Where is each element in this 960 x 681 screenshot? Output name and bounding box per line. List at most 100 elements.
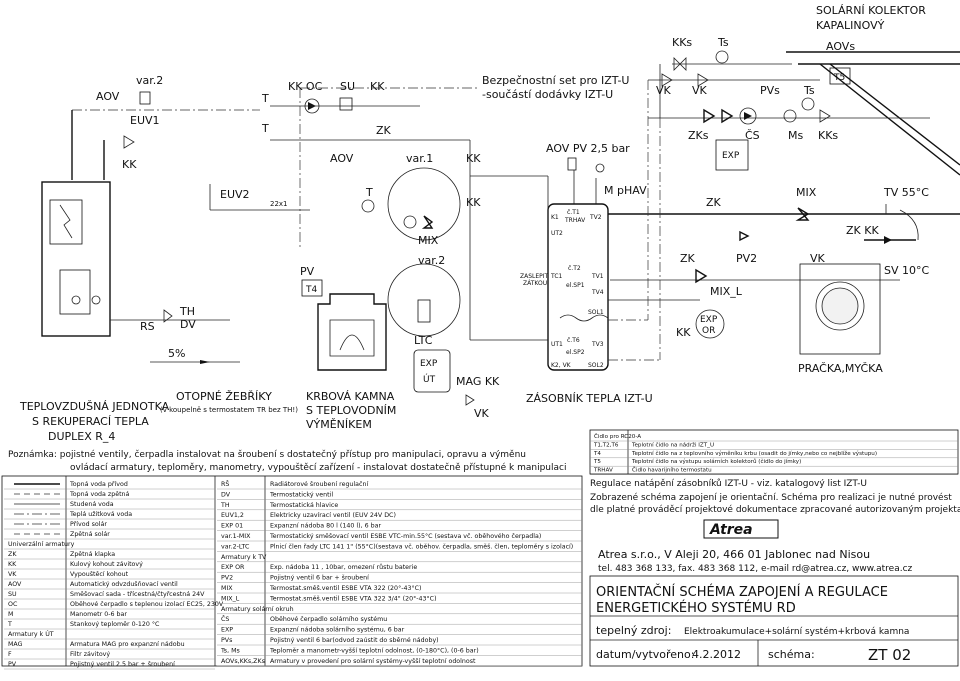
- exp-solar-label: EXP: [722, 151, 740, 161]
- kks-top-label: KKs: [672, 36, 692, 49]
- ltc-unit-icon: [417, 299, 431, 323]
- caption-otopne: OTOPNÉ ŽEBŘÍKY: [176, 390, 272, 403]
- legend-left-row-text: Studená voda: [70, 500, 114, 508]
- tank-k1: K1: [551, 214, 559, 221]
- stove-body: [317, 293, 387, 371]
- tank-t2: č.T2: [568, 265, 581, 272]
- mix-l-label: MIX_L: [710, 285, 743, 298]
- aov-icon: [567, 157, 577, 171]
- legend-left-row-code: SU: [8, 591, 17, 598]
- date-label: datum/vytvořeno:: [596, 648, 694, 661]
- valve-icon: [739, 230, 750, 242]
- atrea-logo-text: Atrea: [709, 522, 753, 538]
- t-a-label: T: [261, 92, 269, 105]
- solar-collector: SOLÁRNÍ KOLEKTOR KAPALINOVÝ AOVs T5: [786, 4, 960, 176]
- legend-left-row-code: Univerzální armatury: [8, 540, 75, 548]
- sensor-row-text: Teplotní čidlo na z teplovního výměníku …: [631, 450, 877, 457]
- tap-arc: [899, 209, 919, 241]
- fan-icon: [91, 295, 101, 305]
- caption-krbova-1: KRBOVÁ KAMNA: [306, 390, 395, 403]
- aov-icon: [139, 91, 151, 105]
- var2-left-label: var.2: [136, 74, 163, 87]
- legend-left-row-code: ZK: [8, 551, 17, 558]
- zk-c-label: ZK: [376, 124, 392, 137]
- safety-set-line1: Bezpečnostní set pro IZT-U: [482, 74, 629, 87]
- caption-zasobnik: ZÁSOBNÍK TEPLA IZT-U: [526, 392, 653, 405]
- vk-right-label: VK: [810, 252, 826, 265]
- duplex-unit-body: [41, 181, 111, 337]
- date-value: 4.2.2012: [692, 648, 741, 661]
- legend-left-row-code: VK: [8, 571, 17, 578]
- tank-k2vk: K2, VK: [551, 362, 572, 369]
- legend-right-row-text: Elektricky uzavírací ventil (EUV 24V DC): [270, 511, 396, 519]
- thermometer-icon: [361, 199, 375, 213]
- legend-left-row-text: Pojistný ventil 2.5 bar + šroubení: [70, 660, 175, 668]
- legend-right-row-text: Radiátorové šroubení regulační: [270, 480, 368, 488]
- pracka-label: PRAČKA,MYČKA: [798, 362, 883, 375]
- legend-left-row-code: MAG: [8, 641, 23, 648]
- legend-right-row-text: Termostat.směš.ventil ESBE VTA 322 (20°-…: [269, 584, 422, 592]
- manometer-icon: [783, 109, 797, 123]
- solar-title-2: KAPALINOVÝ: [816, 19, 885, 32]
- zk-kk-label: ZK KK: [846, 224, 879, 237]
- contact-text: tel. 483 368 133, fax. 483 368 112, e-ma…: [598, 564, 913, 574]
- schema-value: ZT 02: [868, 646, 911, 664]
- legend-right-row-text: Termostatický směšovací ventil ESBE VTC-…: [269, 532, 541, 540]
- sensor-row-code: Čidlo pro RC20-A: [594, 433, 641, 440]
- pv2-label: PV2: [736, 252, 757, 265]
- legend-right-row-code: PV2: [221, 575, 233, 582]
- valve-icon: [465, 394, 475, 406]
- caption-teplovzdusna-1: TEPLOVZDUŠNÁ JEDNOTKA: [19, 400, 170, 413]
- legend-right-row-code: RŠ: [221, 479, 229, 488]
- note: Poznámka: pojistné ventily, čerpadla ins…: [8, 449, 566, 473]
- zk-right2-label: ZK: [680, 252, 696, 265]
- caption-krbova-2: S TEPLOVODNÍM: [306, 404, 396, 417]
- mix-valve-icon: [421, 215, 434, 229]
- rs-label: RS: [140, 320, 155, 333]
- vk-b-label: VK: [692, 84, 708, 97]
- washer-door: [821, 287, 859, 325]
- exp-or-label-2: OR: [702, 326, 715, 336]
- ltc-circle: [387, 263, 461, 337]
- stove-door: [329, 319, 375, 357]
- tank-tv2: TV2: [589, 214, 602, 221]
- legend-left-row-text: Zpětná klapka: [70, 550, 115, 558]
- tv-label: TV 55°C: [883, 186, 929, 199]
- legend-right-row-text: Expanzní nádoba 80 l (140 l), 6 bar: [270, 522, 381, 530]
- company-text: Atrea s.r.o., V Aleji 20, 466 01 Jablone…: [598, 548, 870, 561]
- legend-right-row-code: EXP 01: [221, 523, 243, 530]
- schema-label: schéma:: [768, 648, 815, 661]
- pump-arrow-icon: [744, 112, 752, 120]
- legend-right-row-text: Teploměr a manometr-vyšší teplotní odoln…: [269, 646, 479, 654]
- legend-right-row-code: EXP: [221, 627, 233, 634]
- legend-right-row-code: Armatury solární okruh: [221, 605, 294, 613]
- tank-t1: č.T1: [567, 209, 580, 216]
- kk-right-label: KK: [676, 326, 691, 339]
- legend-right-row-code: TH: [220, 502, 230, 509]
- flame-icon: [339, 334, 365, 351]
- legend-right-row-text: Armatury v provedení pro solární systémy…: [270, 657, 476, 665]
- title-frame: [589, 575, 959, 667]
- legend-right-row-code: AOVs,KKs,ZKs: [221, 658, 265, 665]
- zks-label: ZKs: [688, 129, 709, 142]
- safety-set: Bezpečnostní set pro IZT-U -součástí dod…: [482, 74, 647, 204]
- legend-right-row-code: EUV1,2: [221, 512, 244, 519]
- legend-left-row-text: Stankový teploměr 0-120 °C: [70, 620, 160, 628]
- var1-label: var.1: [406, 152, 433, 165]
- solar-title-1: SOLÁRNÍ KOLEKTOR: [816, 4, 926, 17]
- tank-tv1: TV1: [591, 273, 604, 280]
- sensor-row-code: T1,T2,T6: [593, 442, 619, 448]
- legend-right-row-code: Armatury k TV: [221, 554, 267, 561]
- legend-right-row-text: Expanzní nádoba solárního systému, 6 bar: [270, 626, 405, 634]
- tank-tc1: TC1: [550, 273, 563, 280]
- exp-ut-vessel: [413, 349, 451, 393]
- legend-right-row-text: Plnicí člen řady LTC 141 1" (55°C)(sesta…: [270, 542, 573, 550]
- pump-cs-icon: [739, 107, 757, 125]
- valve-icon: [721, 108, 734, 124]
- ts-top-label: Ts: [717, 36, 729, 49]
- legend-right-row-text: Termostatický ventil: [269, 490, 333, 498]
- zk-right-label: ZK: [706, 196, 722, 209]
- arrow-icon: [884, 236, 892, 244]
